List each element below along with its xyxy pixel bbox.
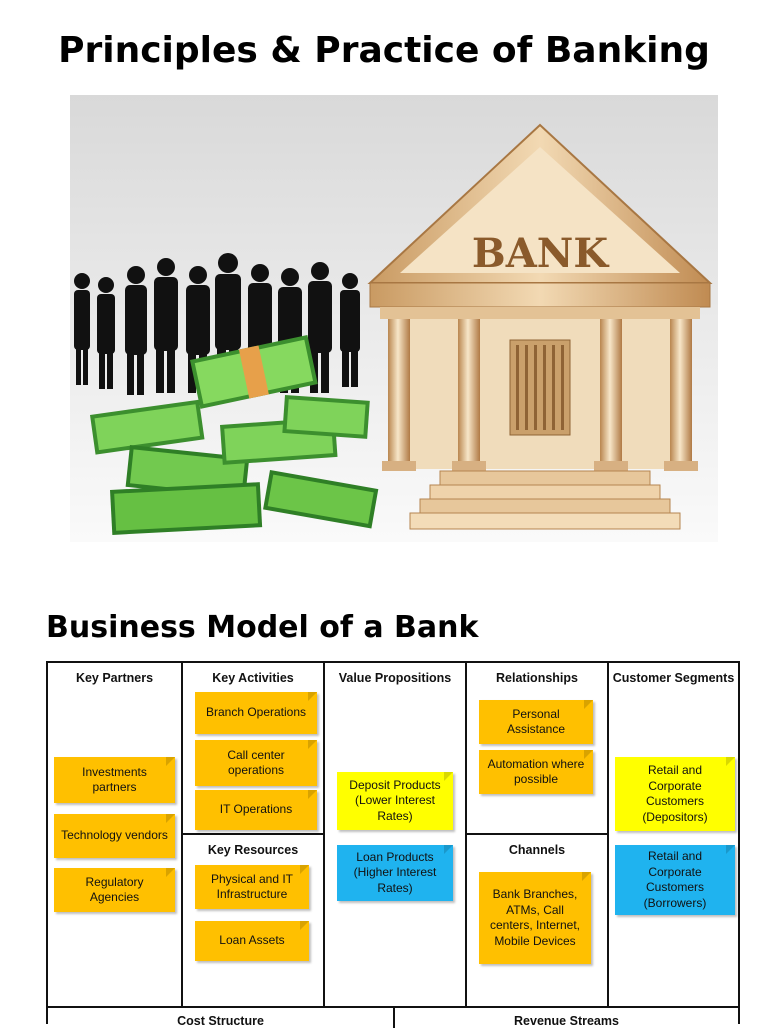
note-bank-channels: Bank Branches, ATMs, Call centers, Inter… (479, 872, 591, 964)
customer-segments-header: Customer Segments (612, 671, 735, 685)
note-deposit-products: Deposit Products (Lower Interest Rates) (337, 772, 453, 830)
value-propositions-header: Value Propositions (338, 671, 452, 685)
note-investments-partners: Investments partners (54, 757, 175, 803)
relationships-cell: Relationships Personal Assistance Automa… (467, 663, 609, 835)
money-stacks (90, 335, 379, 535)
key-resources-cell: Key Resources Physical and IT Infrastruc… (183, 835, 325, 1008)
channels-cell: Channels Bank Branches, ATMs, Call cente… (467, 835, 609, 1008)
bank-sign: BANK (472, 230, 609, 277)
key-activities-header: Key Activities (212, 671, 294, 685)
note-personal-assistance: Personal Assistance (479, 700, 593, 744)
cost-structure-cell: Cost Structure (48, 1008, 395, 1028)
note-physical-it-infrastructure: Physical and IT Infrastructure (195, 865, 309, 909)
note-loan-assets: Loan Assets (195, 921, 309, 961)
bank-building-illustration: BANK (367, 123, 713, 530)
cost-structure-header: Cost Structure (177, 1014, 264, 1028)
channels-header: Channels (508, 843, 566, 857)
section-title: Business Model of a Bank (46, 610, 479, 645)
note-technology-vendors: Technology vendors (54, 814, 175, 858)
note-branch-operations: Branch Operations (195, 692, 317, 734)
note-customers-depositors: Retail and Corporate Customers (Deposito… (615, 757, 735, 831)
customer-segments-cell: Customer Segments Retail and Corporate C… (609, 663, 738, 1008)
value-propositions-cell: Value Propositions Deposit Products (Low… (325, 663, 467, 1008)
key-activities-cell: Key Activities Branch Operations Call ce… (183, 663, 325, 835)
note-call-center-operations: Call center operations (195, 740, 317, 786)
business-model-canvas: Key Partners Investments partners Techno… (46, 661, 740, 1028)
note-automation: Automation where possible (479, 750, 593, 794)
note-loan-products: Loan Products (Higher Interest Rates) (337, 845, 453, 901)
revenue-streams-header: Revenue Streams (514, 1014, 619, 1028)
relationships-header: Relationships (496, 671, 578, 685)
page-title: Principles & Practice of Banking (58, 30, 710, 71)
note-it-operations: IT Operations (195, 790, 317, 830)
note-regulatory-agencies: Regulatory Agencies (54, 868, 175, 912)
note-customers-borrowers: Retail and Corporate Customers (Borrower… (615, 845, 735, 915)
key-partners-cell: Key Partners Investments partners Techno… (48, 663, 183, 1008)
hero-image: BANK (70, 95, 718, 542)
revenue-streams-cell: Revenue Streams (395, 1008, 738, 1028)
key-partners-header: Key Partners (75, 671, 154, 685)
key-resources-header: Key Resources (207, 843, 299, 857)
